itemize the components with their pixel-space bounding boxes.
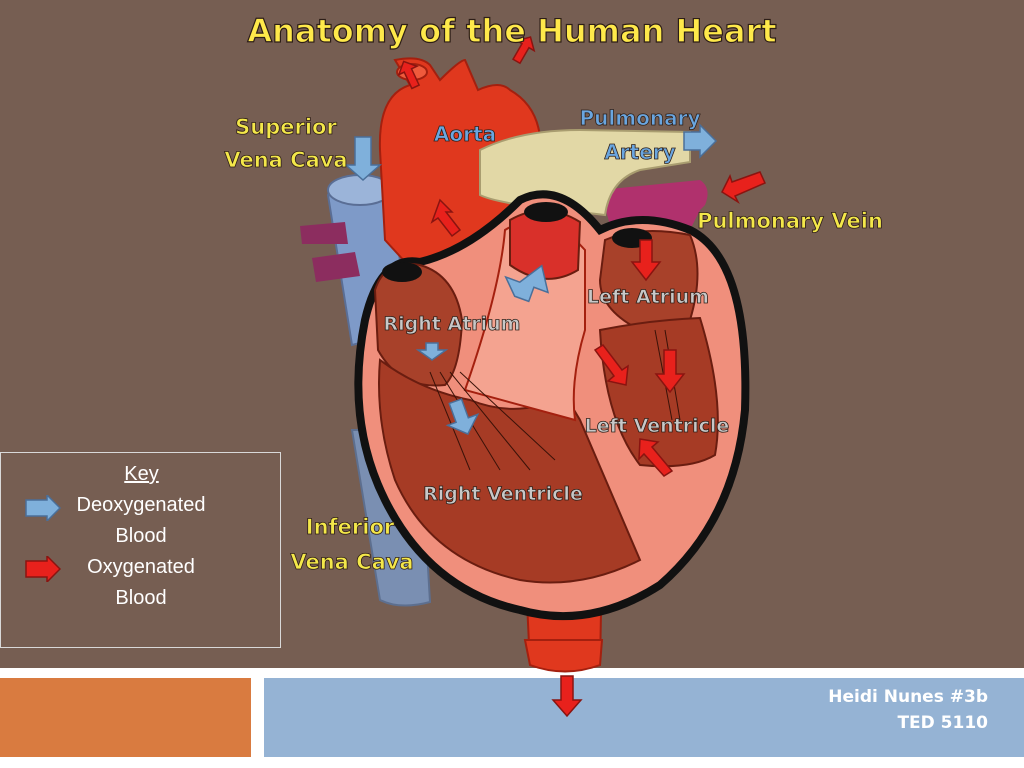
- footer-orange-block: [0, 678, 251, 757]
- deoxygenated-arrow-icon: [25, 495, 61, 521]
- label-superior-vena-cava-1: Superior: [235, 115, 337, 139]
- red-arrow-aorta-right: [512, 36, 536, 65]
- label-pulmonary-vein: Pulmonary Vein: [697, 209, 883, 233]
- label-superior-vena-cava-2: Vena Cava: [224, 148, 347, 172]
- label-pulmonary-artery-2: Artery: [604, 140, 675, 164]
- red-arrow-aorta-left: [397, 60, 421, 90]
- oxygenated-arrow-icon: [25, 556, 61, 582]
- label-inferior-vena-cava-1: Inferior: [306, 515, 395, 539]
- label-left-atrium: Left Atrium: [587, 286, 709, 308]
- title: Anatomy of the Human Heart: [247, 12, 776, 50]
- label-left-ventricle: Left Ventricle: [585, 415, 730, 437]
- key-deoxygenated-label-2: Blood: [115, 525, 167, 547]
- course-name: TED 5110: [897, 713, 988, 733]
- red-arrow-pv: [721, 171, 766, 205]
- red-arrow-lv-3: [638, 438, 674, 477]
- label-inferior-vena-cava-2: Vena Cava: [290, 550, 413, 574]
- key-oxygenated-label: Oxygenated: [87, 556, 195, 578]
- red-arrow-aorta-inner: [430, 198, 462, 238]
- red-arrow-la: [630, 239, 662, 282]
- chordae-tendineae: [429, 329, 681, 471]
- footer-blue-block: [264, 678, 1024, 757]
- right-pulmonary-vein-2: [312, 252, 360, 282]
- key-deoxygenated-label: Deoxygenated: [76, 494, 206, 516]
- right-pulmonary-vein-1: [300, 222, 348, 244]
- footer-author: Heidi Nunes #3b TED 5110: [828, 684, 988, 736]
- blue-arrow-svc: [344, 136, 382, 182]
- author-name: Heidi Nunes #3b: [828, 687, 988, 707]
- blue-arrow-valve: [504, 264, 550, 303]
- key-title: Key: [124, 463, 159, 485]
- label-aorta: Aorta: [434, 122, 496, 146]
- blue-arrow-pa: [683, 123, 718, 159]
- red-arrow-lv-2: [654, 349, 686, 394]
- label-pulmonary-artery-1: Pulmonary: [580, 106, 701, 130]
- blue-arrow-ra: [415, 342, 449, 361]
- key-oxygenated-label-2: Blood: [115, 587, 167, 609]
- label-right-ventricle: Right Ventricle: [423, 483, 583, 505]
- red-arrow-lv-1: [593, 344, 629, 386]
- key-legend: Key Deoxygenated Blood Oxygenated Blood: [0, 452, 281, 648]
- left-ventricle-chamber: [598, 316, 719, 468]
- blue-arrow-rv: [445, 398, 480, 435]
- red-arrow-down-icon: [551, 675, 583, 718]
- label-right-atrium: Right Atrium: [384, 313, 521, 335]
